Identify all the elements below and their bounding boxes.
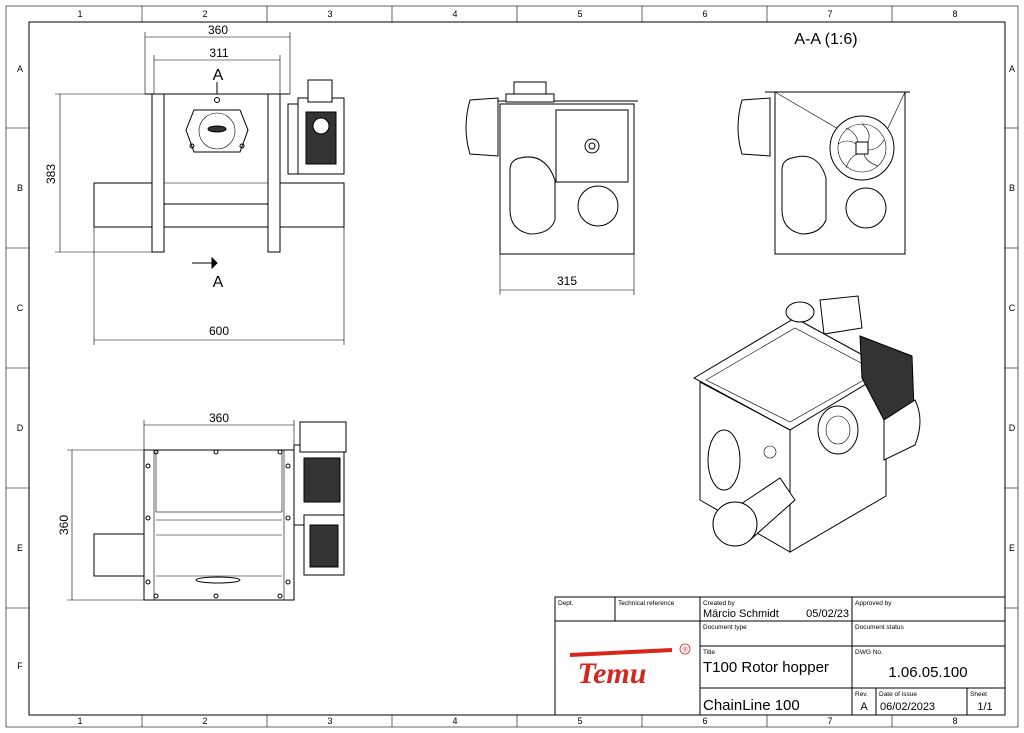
col-label-2: 2 xyxy=(202,9,207,19)
row-labels-right: A B C D E xyxy=(1009,64,1016,553)
top-frame xyxy=(143,449,295,601)
col-label-8: 8 xyxy=(952,716,957,726)
col-label-4: 4 xyxy=(452,716,457,726)
logo-badge xyxy=(207,125,227,133)
section-inlet xyxy=(781,155,827,235)
front-view: A A 360 311 383 600 xyxy=(44,23,345,345)
doc-type-label: Document type xyxy=(703,624,747,631)
rev-label: Rev. xyxy=(855,691,868,698)
title-label: Title xyxy=(703,649,715,656)
section-arrow-icon xyxy=(211,256,218,270)
row-label-b: B xyxy=(1009,183,1015,193)
sheet-label: Sheet xyxy=(970,691,987,698)
created-date: 05/02/23 xyxy=(806,608,849,620)
approved-by-label: Approved by xyxy=(855,600,892,607)
dim-top-depth: 360 xyxy=(57,515,71,535)
logo-text: Temu xyxy=(578,657,647,690)
dim-front-height: 383 xyxy=(44,164,58,184)
row-label-d: D xyxy=(17,423,24,433)
iso-motor xyxy=(819,295,863,335)
motor-housing xyxy=(465,97,499,157)
doc-status-label: Document status xyxy=(855,624,905,631)
col-label-3: 3 xyxy=(327,9,332,19)
section-mark-top: A xyxy=(213,67,224,84)
row-label-e: E xyxy=(1009,543,1015,553)
row-label-e: E xyxy=(17,543,23,553)
col-label-5: 5 xyxy=(577,716,582,726)
motor-cap xyxy=(307,79,333,103)
top-view: 360 360 xyxy=(57,411,347,601)
col-label-6: 6 xyxy=(702,9,707,19)
section-view: A-A (1:6) xyxy=(737,31,910,255)
drawing-title: T100 Rotor hopper xyxy=(703,659,829,676)
dwg-no-value: 1.06.05.100 xyxy=(888,664,967,681)
column-ticks xyxy=(6,6,1018,727)
title-block: Dept. Technical reference Created by Már… xyxy=(554,596,1006,716)
dim-side-width: 315 xyxy=(557,274,577,288)
section-title: A-A (1:6) xyxy=(794,31,857,48)
bolt-holes xyxy=(145,449,291,599)
issue-date: 06/02/2023 xyxy=(880,701,935,713)
motor-top xyxy=(513,81,547,95)
section-motor xyxy=(737,97,771,157)
rotor xyxy=(829,115,895,181)
col-label-5: 5 xyxy=(577,9,582,19)
row-label-c: C xyxy=(17,303,24,313)
dim-top-width: 360 xyxy=(209,411,229,425)
outlet-circle xyxy=(577,185,619,227)
col-label-1: 1 xyxy=(77,9,82,19)
section-mark-bottom: A xyxy=(213,274,224,291)
row-label-d: D xyxy=(1009,423,1016,433)
row-label-a: A xyxy=(1009,64,1015,74)
col-label-7: 7 xyxy=(827,716,832,726)
registered-mark: ® xyxy=(682,646,688,654)
side-plate xyxy=(555,109,629,183)
col-label-4: 4 xyxy=(452,9,457,19)
dim-front-overall: 600 xyxy=(209,324,229,338)
col-label-8: 8 xyxy=(952,9,957,19)
rotor-blades xyxy=(837,123,885,169)
iso-inlet xyxy=(707,429,741,491)
company-logo: Temu ® xyxy=(569,643,691,690)
drawing-subtitle: ChainLine 100 xyxy=(703,697,800,714)
col-label-6: 6 xyxy=(702,716,707,726)
created-by-label: Created by xyxy=(703,600,736,607)
section-outlet xyxy=(845,187,887,229)
column-labels-top: 1 2 3 4 5 6 7 8 xyxy=(77,9,957,19)
row-labels-left: A B C D E F xyxy=(17,64,24,671)
iso-side-face xyxy=(789,371,887,553)
column-labels-bottom: 1 2 3 4 5 6 7 8 xyxy=(77,716,957,726)
row-label-a: A xyxy=(17,64,23,74)
sheet-value: 1/1 xyxy=(977,701,992,713)
isometric-view xyxy=(692,295,921,553)
outer-frame xyxy=(5,5,1019,728)
iso-flange xyxy=(817,405,859,455)
iso-outlet-tube xyxy=(712,501,758,547)
side-view: 315 xyxy=(465,81,638,295)
dim-front-width: 360 xyxy=(208,23,228,37)
inlet-opening xyxy=(509,156,556,235)
dept-label: Dept. xyxy=(558,600,574,607)
created-by-value: Márcio Schmidt xyxy=(703,608,779,620)
rev-value: A xyxy=(860,701,868,713)
row-label-b: B xyxy=(17,183,23,193)
right-leg xyxy=(267,93,281,253)
row-label-f: F xyxy=(17,661,23,671)
col-label-2: 2 xyxy=(202,716,207,726)
row-label-c: C xyxy=(1009,303,1016,313)
issue-label: Date of issue xyxy=(879,691,917,698)
dwg-no-label: DWG No. xyxy=(855,649,883,656)
col-label-3: 3 xyxy=(327,716,332,726)
tech-ref-label: Technical reference xyxy=(618,600,675,607)
col-label-1: 1 xyxy=(77,716,82,726)
dim-front-inner: 311 xyxy=(209,46,228,60)
left-leg xyxy=(151,93,165,253)
col-label-7: 7 xyxy=(827,9,832,19)
top-motor-cap xyxy=(299,421,347,453)
